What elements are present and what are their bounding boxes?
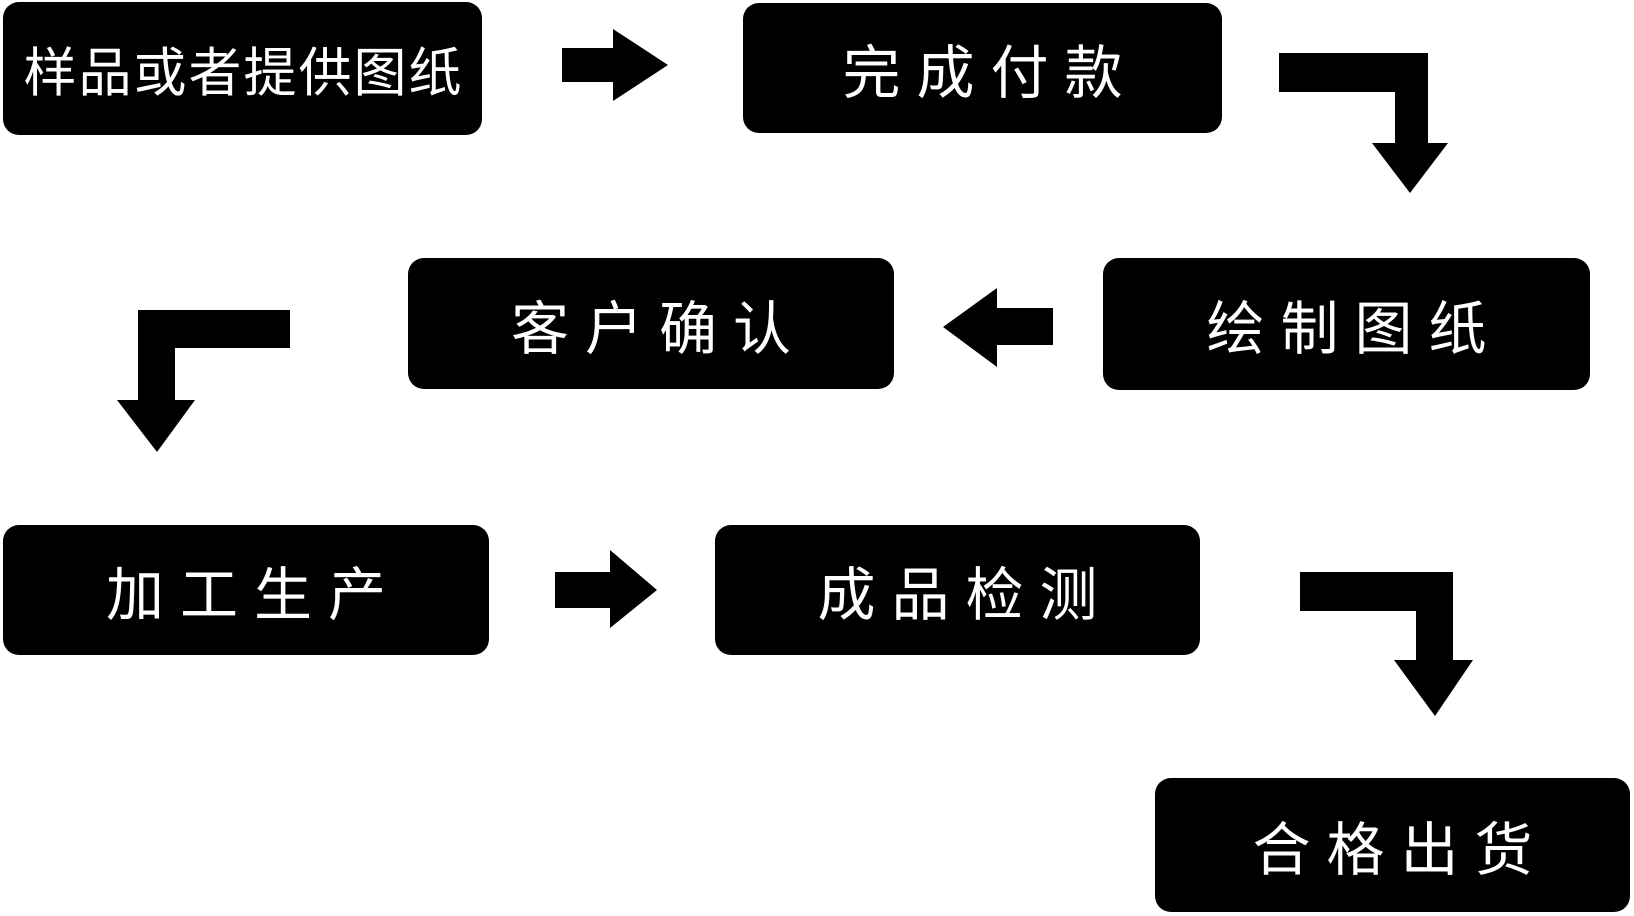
arrow-left-icon bbox=[943, 288, 1053, 367]
flow-step-label: 客户确认 bbox=[510, 296, 807, 362]
flow-step-draw-drawing: 绘制图纸 bbox=[1103, 258, 1590, 390]
arrow-right-icon bbox=[555, 550, 657, 628]
flow-step-label: 样品或者提供图纸 bbox=[23, 43, 464, 103]
flow-step-label: 成品检测 bbox=[817, 563, 1114, 628]
flow-step-production: 加工生产 bbox=[3, 525, 489, 655]
flow-step-sample-or-drawing: 样品或者提供图纸 bbox=[3, 2, 482, 135]
flow-step-payment: 完成付款 bbox=[743, 3, 1222, 133]
flow-step-label: 合格出货 bbox=[1252, 818, 1549, 883]
elbow-arrow-down-icon bbox=[1300, 572, 1473, 716]
arrow-right-icon bbox=[562, 29, 668, 101]
flow-step-shipment: 合格出货 bbox=[1155, 778, 1630, 912]
flow-step-label: 加工生产 bbox=[105, 563, 402, 628]
elbow-arrow-down-icon bbox=[1279, 53, 1448, 193]
flow-step-label: 完成付款 bbox=[842, 41, 1139, 106]
elbow-arrow-down-icon bbox=[117, 310, 290, 452]
flow-step-label: 绘制图纸 bbox=[1206, 297, 1503, 362]
flow-step-customer-confirm: 客户确认 bbox=[408, 258, 894, 389]
flow-step-inspection: 成品检测 bbox=[715, 525, 1200, 655]
